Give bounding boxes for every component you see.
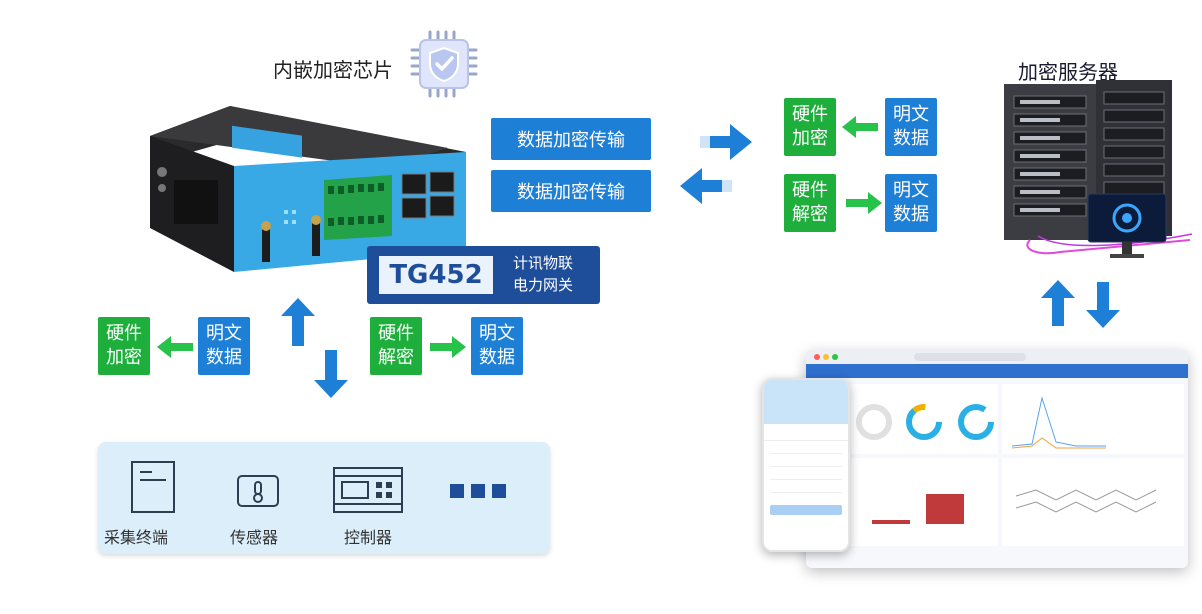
phone-row [770, 441, 842, 454]
window-header-bar [806, 364, 1188, 378]
router-model-code: TG452 [379, 256, 493, 294]
right-hw-encrypt-tile: 硬件 加密 [784, 98, 836, 156]
phone-button [770, 505, 842, 515]
window-titlebar [806, 350, 1188, 364]
router-model-badge: TG452 计讯物联 电力网关 [367, 246, 600, 304]
arrow-right-icon [700, 124, 752, 160]
phone-tabs [764, 424, 848, 441]
phone-row [770, 480, 842, 493]
green-arrow-left-icon [157, 336, 193, 358]
device-label: 采集终端 [104, 528, 169, 547]
tile-line: 数据 [893, 204, 929, 225]
right-hw-decrypt-tile: 硬件 解密 [784, 174, 836, 232]
arrow-down-icon [314, 350, 348, 398]
device-label: 传感器 [230, 528, 279, 547]
tile-line: 加密 [792, 128, 828, 149]
tile-line: 数据 [893, 128, 929, 149]
server-rack-icon [1004, 80, 1193, 258]
right-plain-data-tile-1: 明文 数据 [885, 98, 937, 156]
right-plain-data-tile-2: 明文 数据 [885, 174, 937, 232]
tile-line: 明文 [206, 323, 242, 344]
tile-line: 明文 [479, 323, 515, 344]
terminal-icon [131, 461, 175, 513]
devices-panel: 采集终端 传感器 控制器 [98, 442, 550, 554]
tile-line: 解密 [792, 204, 828, 225]
green-arrow-right-icon [846, 192, 882, 214]
tile-line: 硬件 [792, 104, 828, 125]
sensor-icon [237, 475, 279, 507]
tile-line: 数据 [479, 347, 515, 368]
arrow-left-icon [680, 168, 732, 204]
router-device-icon [150, 106, 466, 272]
controller-icon [333, 467, 403, 513]
tile-line: 明文 [893, 180, 929, 201]
phone-header [764, 380, 848, 424]
router-model-desc: 计讯物联 电力网关 [513, 252, 573, 296]
tile-line: 硬件 [106, 323, 142, 344]
more-icon [450, 484, 506, 498]
arrow-down-icon [1086, 282, 1120, 328]
tile-line: 硬件 [378, 323, 414, 344]
transfer-up-box: 数据加密传输 [491, 118, 651, 160]
arrow-up-icon [281, 298, 315, 346]
left-plain-data-tile-2: 明文 数据 [471, 317, 523, 375]
dashboard-charts [850, 384, 1184, 546]
router-desc-line2: 电力网关 [513, 276, 574, 294]
green-arrow-left-icon [842, 116, 878, 138]
tile-line: 解密 [378, 347, 414, 368]
tile-line: 数据 [206, 347, 242, 368]
left-plain-data-tile-1: 明文 数据 [198, 317, 250, 375]
left-hw-encrypt-tile: 硬件 加密 [98, 317, 150, 375]
left-hw-decrypt-tile: 硬件 解密 [370, 317, 422, 375]
tile-line: 硬件 [792, 180, 828, 201]
chip-shield-icon [410, 30, 478, 98]
tile-line: 加密 [106, 347, 142, 368]
phone-row [770, 454, 842, 467]
phone-app [762, 378, 850, 552]
arrow-up-icon [1041, 280, 1075, 326]
green-arrow-right-icon [430, 336, 466, 358]
chip-label: 内嵌加密芯片 [273, 58, 393, 82]
tile-line: 明文 [893, 104, 929, 125]
transfer-down-box: 数据加密传输 [491, 170, 651, 212]
dashboard-window [806, 350, 1188, 568]
device-label: 控制器 [344, 528, 393, 547]
phone-row [770, 467, 842, 480]
router-desc-line1: 计讯物联 [513, 254, 574, 272]
